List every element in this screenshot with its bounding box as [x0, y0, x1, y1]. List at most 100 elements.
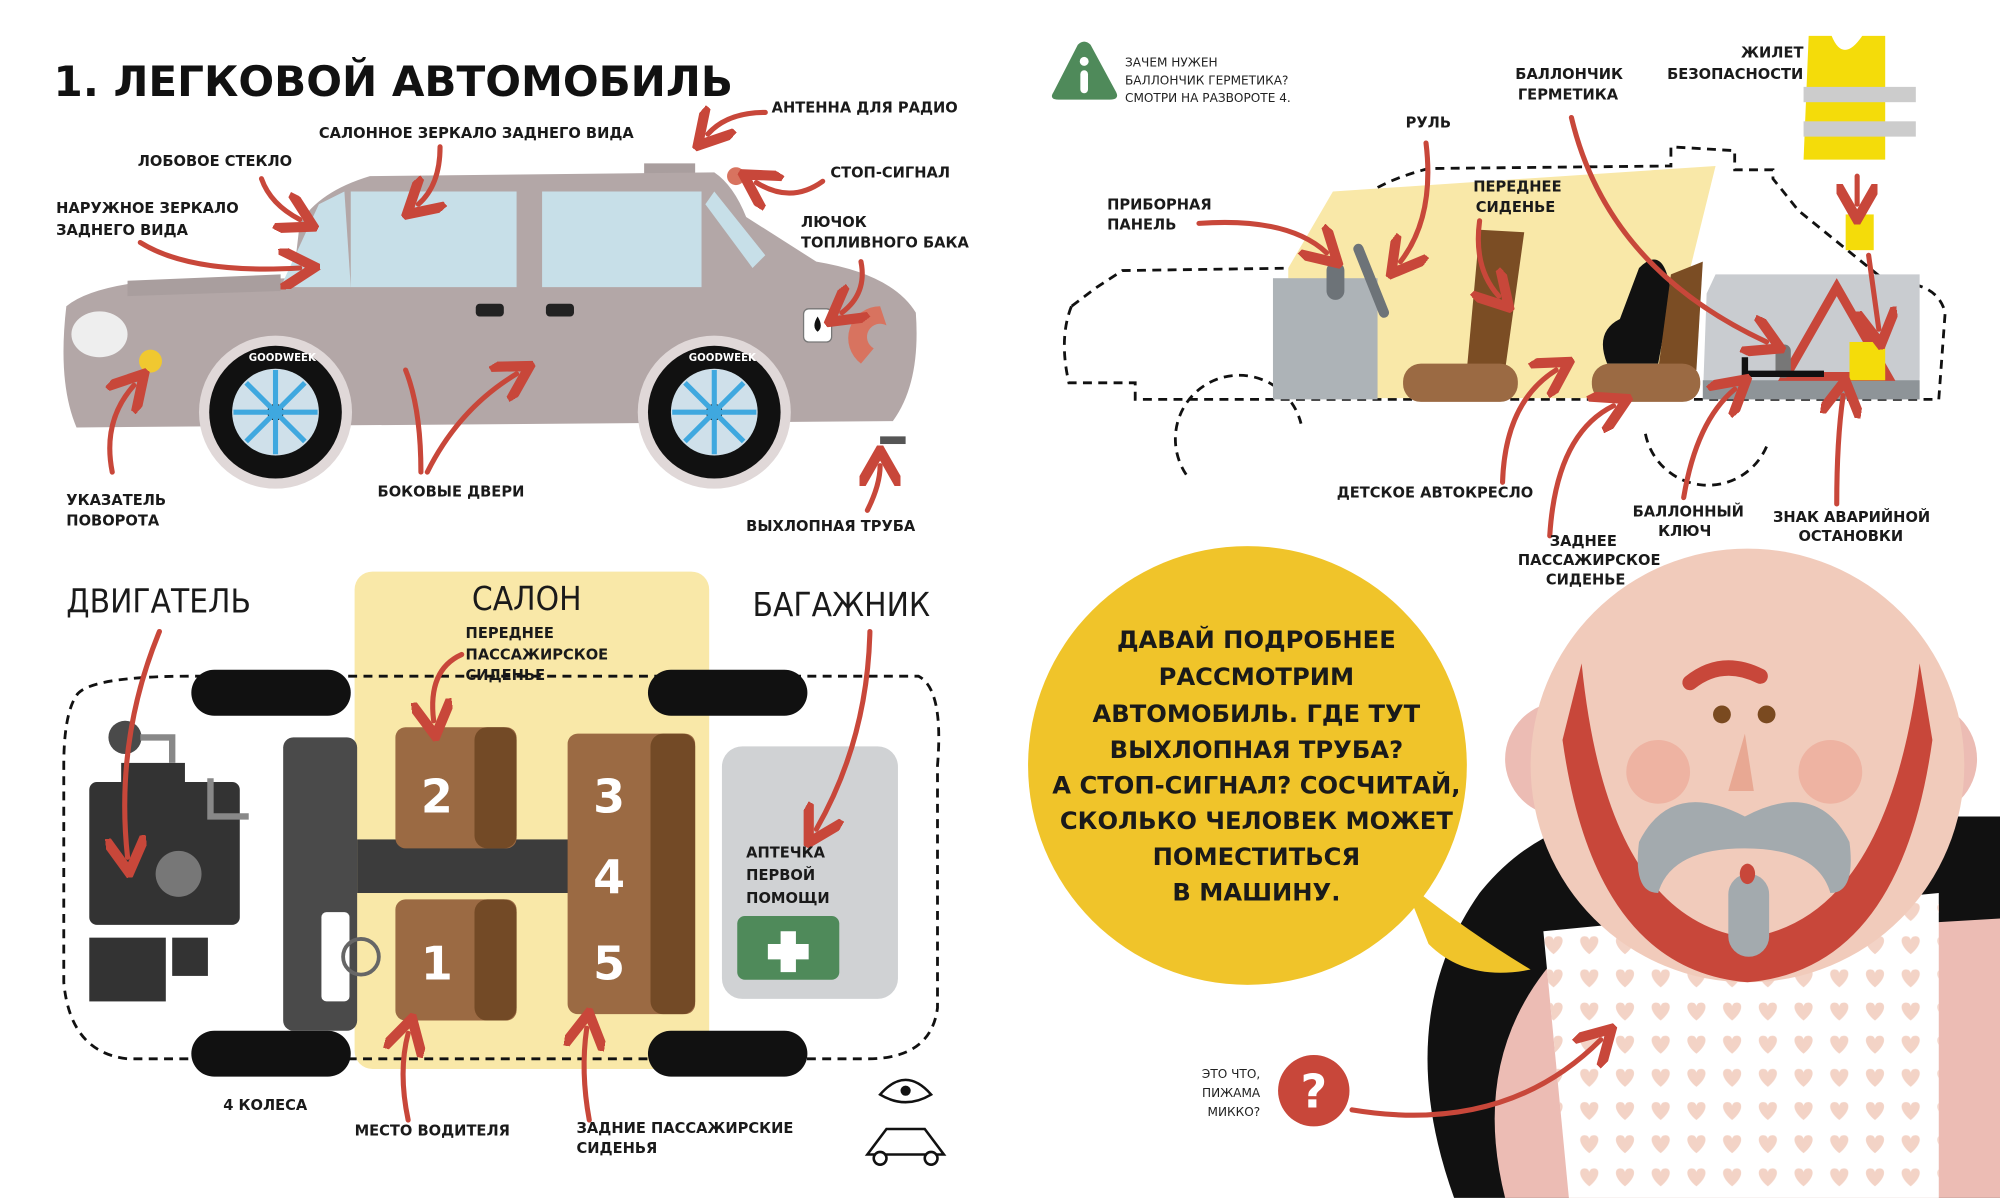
- info-text: БАЛЛОНЧИК ГЕРМЕТИКА?: [1125, 73, 1288, 87]
- character: [1427, 548, 2000, 1198]
- door-handle: [545, 303, 574, 317]
- bubble-text: В МАШИНУ.: [1172, 879, 1340, 907]
- label-fuel-cap: ЛЮЧОК: [801, 214, 867, 231]
- question-text: ПИЖАМА: [1202, 1086, 1261, 1100]
- plan-labels: ДВИГАТЕЛЬ САЛОН БАГАЖНИК ПЕРЕДНЕЕ ПАССАЖ…: [66, 579, 930, 1157]
- label-warning-triangle: ЗНАК АВАРИЙНОЙ: [1773, 508, 1930, 526]
- label-outer-mirror: НАРУЖНОЕ ЗЕРКАЛО: [56, 200, 239, 217]
- mouth: [1739, 863, 1756, 885]
- eye: [1713, 705, 1731, 724]
- label-front-seat: ПЕРЕДНЕЕ: [1473, 178, 1561, 195]
- child-seat: [1602, 259, 1671, 364]
- info-callout: ЗАЧЕМ НУЖЕН БАЛЛОНЧИК ГЕРМЕТИКА? СМОТРИ …: [1051, 41, 1291, 105]
- vest-bag: [1849, 341, 1886, 381]
- exhaust-pipe: [880, 436, 906, 445]
- plus-icon: [767, 931, 809, 973]
- bubble-text: ДАВАЙ ПОДРОБНЕЕ: [1117, 625, 1396, 654]
- label-brake-light: СТОП-СИГНАЛ: [830, 164, 950, 181]
- label-rear-seat: СИДЕНЬЕ: [1546, 571, 1626, 588]
- nose: [1728, 733, 1754, 791]
- label-sealant: ГЕРМЕТИКА: [1518, 87, 1619, 104]
- bubble-text: ВЫХЛОПНАЯ ТРУБА?: [1110, 736, 1404, 764]
- door-handle: [475, 303, 504, 317]
- label-turn-signal: УКАЗАТЕЛЬ: [66, 492, 166, 509]
- steering-wheel-icon: [341, 937, 381, 977]
- label-rear-seats: ЗАДНИЕ ПАССАЖИРСКИЕ: [577, 1120, 794, 1137]
- bubble-text: А СТОП-СИГНАЛ? СОСЧИТАЙ,: [1052, 771, 1460, 800]
- label-front-passenger: ПЕРЕДНЕЕ: [466, 625, 554, 642]
- car-arrows: [110, 112, 880, 513]
- label-dashboard: ПРИБОРНАЯ: [1107, 196, 1212, 213]
- car-side-view: GOODWEEK GOODWEEK: [63, 163, 917, 489]
- label-outer-mirror: ЗАДНЕГО ВИДА: [56, 222, 188, 239]
- cutaway-arrows: [1196, 114, 1879, 539]
- label-sealant: БАЛЛОНЧИК: [1515, 66, 1623, 83]
- turn-signal-light: [139, 349, 162, 373]
- label-antenna: АНТЕННА ДЛЯ РАДИО: [772, 99, 958, 116]
- speech-bubble: ДАВАЙ ПОДРОБНЕЕ РАССМОТРИМ АВТОМОБИЛЬ. Г…: [1028, 546, 1531, 985]
- plan-arrows: [125, 628, 873, 1123]
- dashboard: [1272, 278, 1378, 400]
- label-trunk: БАГАЖНИК: [753, 585, 931, 624]
- label-side-doors: БОКОВЫЕ ДВЕРИ: [378, 483, 525, 500]
- label-rear-seat: ЗАДНЕЕ: [1550, 533, 1617, 550]
- label-rear-seat: ПАССАЖИРСКОЕ: [1518, 552, 1661, 569]
- eye: [1757, 705, 1776, 724]
- label-fuel-cap: ТОПЛИВНОГО БАКА: [801, 235, 969, 252]
- page-title: 1. ЛЕГКОВОЙ АВТОМОБИЛЬ: [54, 56, 733, 106]
- seat-number: 3: [593, 770, 625, 824]
- tire-brand: GOODWEEK: [689, 353, 757, 364]
- label-child-seat: ДЕТСКОЕ АВТОКРЕСЛО: [1337, 485, 1533, 502]
- label-exhaust: ВЫХЛОПНАЯ ТРУБА: [746, 518, 916, 535]
- info-text: ЗАЧЕМ НУЖЕН: [1125, 55, 1218, 69]
- label-windshield: ЛОБОВОЕ СТЕКЛО: [138, 153, 292, 170]
- headlight: [71, 311, 128, 358]
- label-front-seat: СИДЕНЬЕ: [1476, 199, 1556, 216]
- view-icon: [864, 1078, 947, 1166]
- label-first-aid: АПТЕЧКА: [746, 844, 825, 861]
- tires: [191, 669, 808, 1077]
- question-icon: [1278, 1054, 1350, 1127]
- steering-wheel: [1353, 243, 1390, 318]
- label-first-aid: ПОМОЩИ: [746, 890, 829, 907]
- label-engine: ДВИГАТЕЛЬ: [66, 581, 251, 620]
- bubble-text: СКОЛЬКО ЧЕЛОВЕК МОЖЕТ: [1060, 807, 1453, 835]
- label-vest: ЖИЛЕТ: [1741, 45, 1803, 62]
- bubble-text: ПОМЕСТИТЬСЯ: [1153, 843, 1360, 871]
- question-callout: ЭТО ЧТО, ПИЖАМА МИККО? ?: [1202, 1040, 1601, 1127]
- bubble-text: РАССМОТРИМ: [1159, 663, 1354, 691]
- label-rear-seats: СИДЕНЬЯ: [577, 1140, 658, 1157]
- label-first-aid: ПЕРВОЙ: [746, 866, 815, 884]
- label-wrench: КЛЮЧ: [1658, 523, 1711, 540]
- label-front-passenger: СИДЕНЬЕ: [466, 667, 546, 684]
- vest-bag-small: [1845, 214, 1874, 251]
- mustache: [1637, 802, 1851, 894]
- seat-number: 5: [593, 937, 625, 991]
- label-vest: БЕЗОПАСНОСТИ: [1667, 66, 1803, 83]
- safety-vest: [1803, 35, 1916, 160]
- label-dashboard: ПАНЕЛЬ: [1107, 217, 1176, 234]
- bubble-text: АВТОМОБИЛЬ. ГДЕ ТУТ: [1093, 700, 1421, 728]
- fuel-drop-icon: [814, 316, 821, 332]
- tire-brand: GOODWEEK: [249, 353, 317, 364]
- beard: [1562, 663, 1933, 983]
- label-salon: САЛОН: [472, 579, 582, 618]
- info-text: СМОТРИ НА РАЗВОРОТЕ 4.: [1125, 91, 1291, 105]
- brake-light: [727, 167, 745, 186]
- question-text: ЭТО ЧТО,: [1202, 1067, 1260, 1081]
- label-steering-wheel: РУЛЬ: [1406, 115, 1451, 132]
- engine-block: [89, 720, 249, 1002]
- eyebrow: [1682, 660, 1768, 691]
- svg-text:?: ?: [1300, 1064, 1327, 1118]
- seat-number: 2: [421, 770, 453, 824]
- seats: 2 1 3 4 5: [395, 727, 696, 1021]
- rear-wheel: GOODWEEK: [637, 335, 791, 489]
- label-turn-signal: ПОВОРОТА: [66, 513, 160, 530]
- car-outline: [62, 674, 941, 1061]
- label-wrench: БАЛЛОННЫЙ: [1633, 503, 1744, 521]
- goatee: [1728, 873, 1770, 957]
- label-warning-triangle: ОСТАНОВКИ: [1798, 528, 1903, 545]
- cutaway-labels: БАЛЛОНЧИК ГЕРМЕТИКА ЖИЛЕТ БЕЗОПАСНОСТИ Р…: [1107, 45, 1930, 589]
